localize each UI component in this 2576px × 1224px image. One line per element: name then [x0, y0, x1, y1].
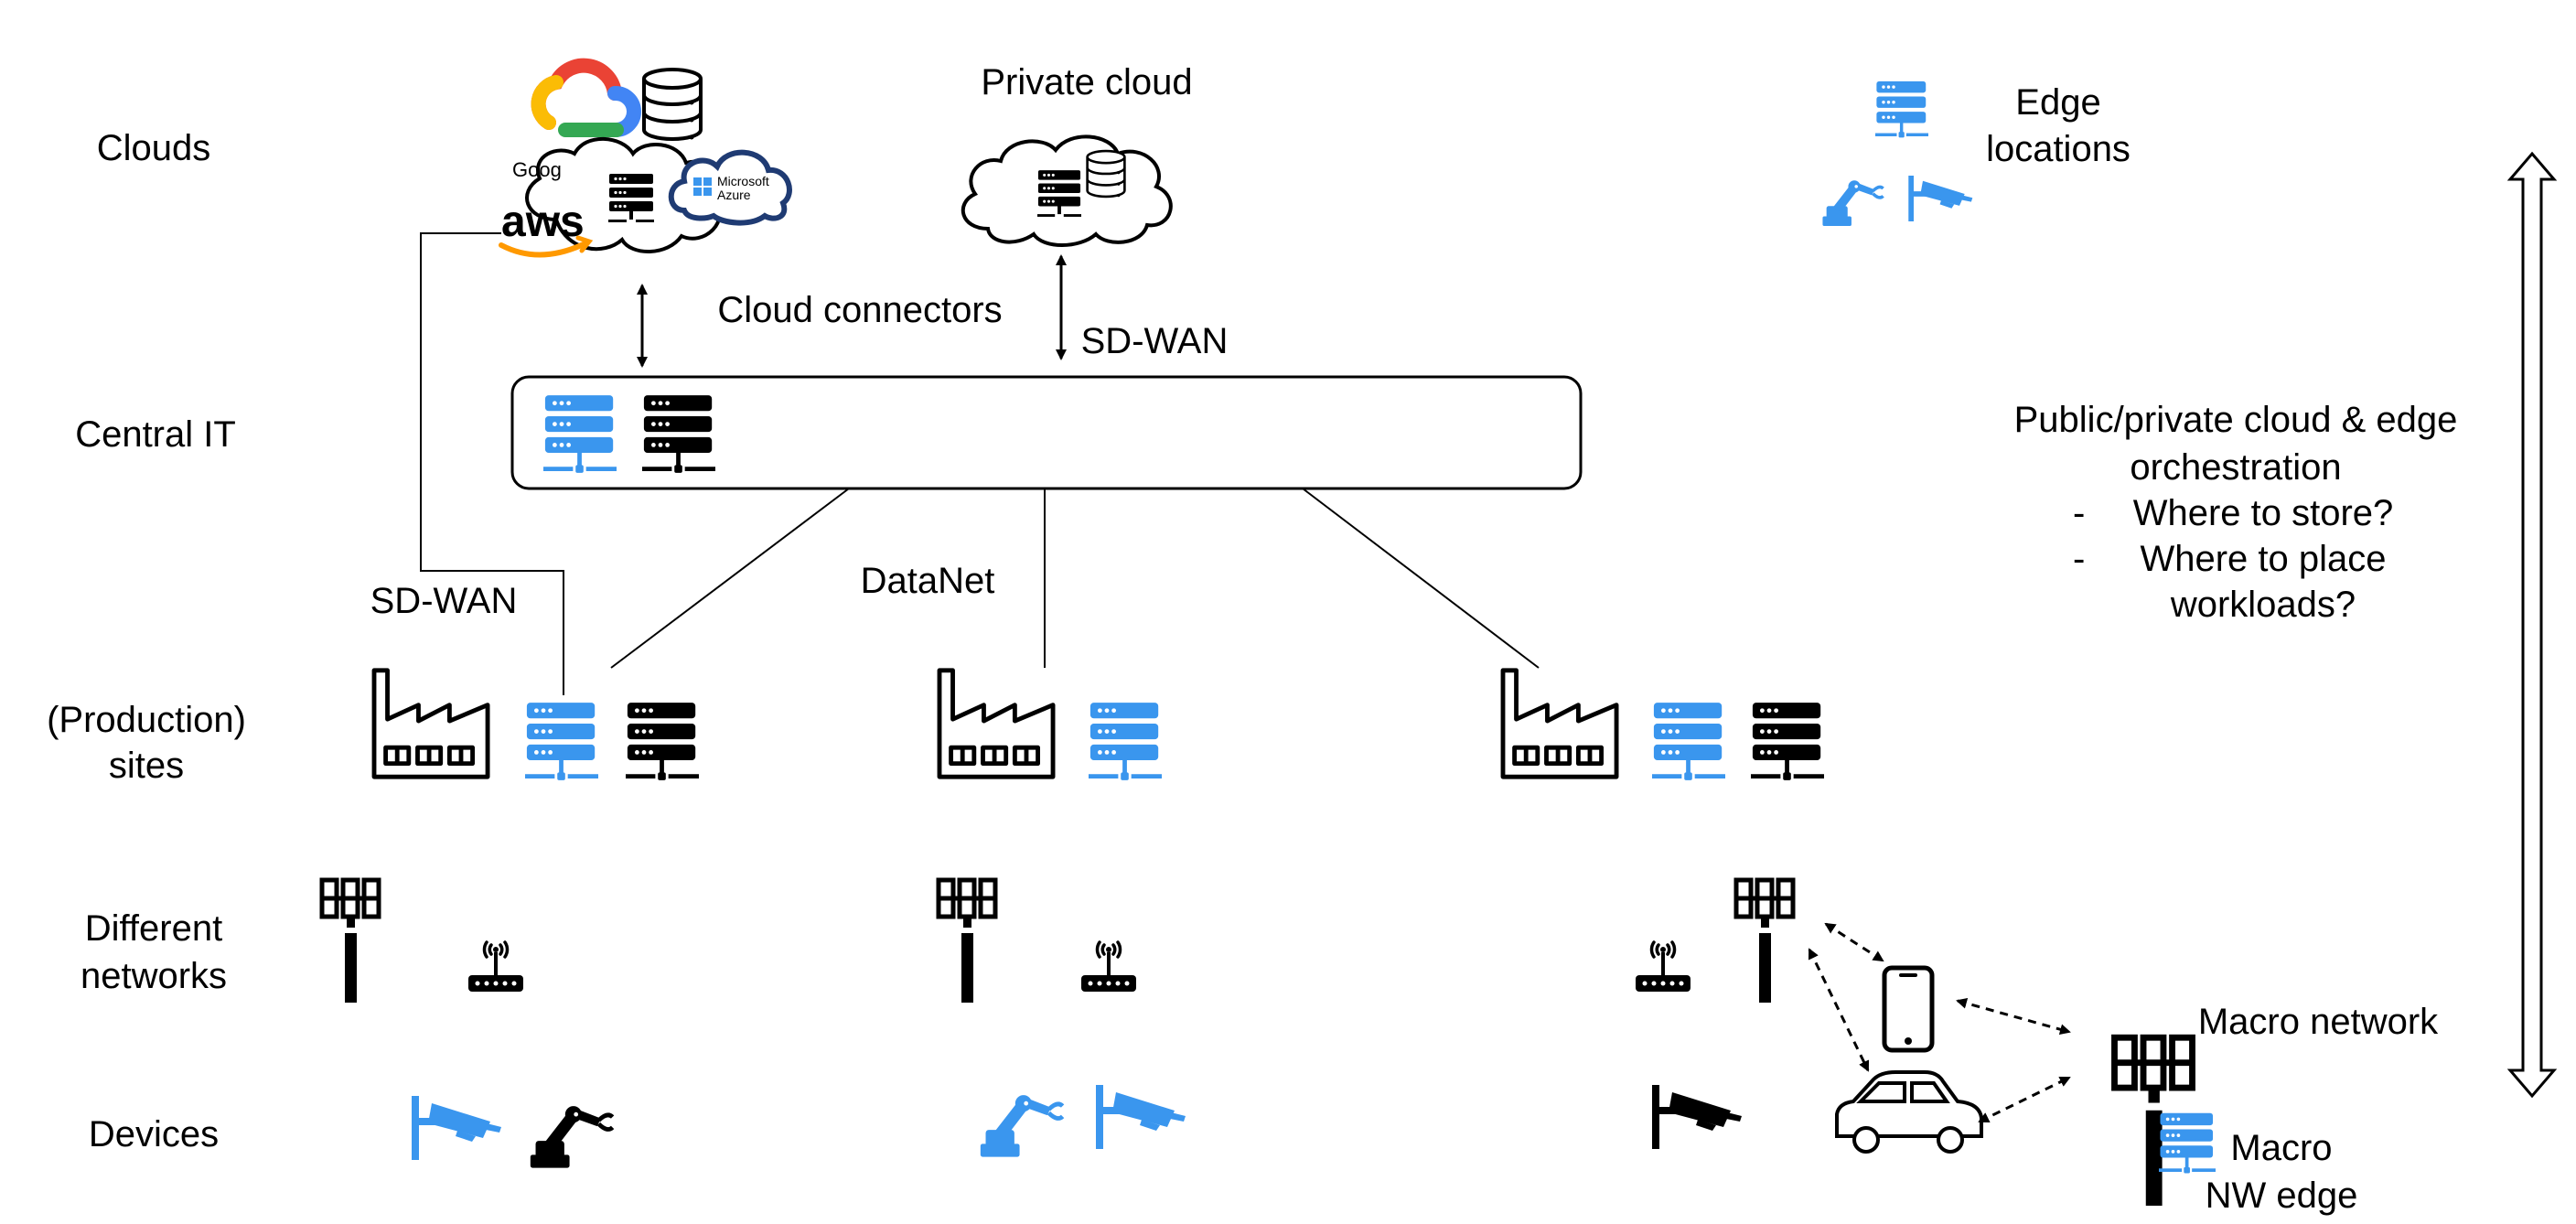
edge-server-icon: [1875, 81, 1928, 138]
datanet-label: DataNet: [861, 561, 995, 601]
edge-title-line1: Edge: [2015, 82, 2100, 123]
sdwan-top-label: SD-WAN: [1081, 321, 1229, 361]
row-label-clouds: Clouds: [97, 128, 211, 168]
row-label-networks-line1: Different: [85, 908, 222, 949]
edge-title-line2: locations: [1986, 129, 2131, 169]
azure-logo-line1: Microsoft: [717, 174, 769, 188]
cell-tower-icon: [939, 880, 995, 1003]
wifi-router-icon: [467, 940, 525, 993]
macro-network-label: Macro network: [2198, 1002, 2439, 1042]
cloud-connectors-label: Cloud connectors: [717, 290, 1002, 330]
macro-edge-line2: NW edge: [2206, 1176, 2358, 1216]
macro-network: Macro network Macro NW edge: [2114, 1002, 2439, 1216]
azure-logo-line2: Azure: [717, 188, 751, 202]
edge-camera-icon: [1908, 176, 1973, 221]
datanet-lines: [610, 488, 1540, 669]
security-camera-icon: [412, 1096, 501, 1160]
cell-tower-icon: [322, 880, 379, 1003]
car-icon: [1835, 1070, 1983, 1154]
orchestration-dash1: -: [2073, 493, 2085, 533]
aws-logo-icon: aws: [499, 198, 594, 258]
robot-arm-icon: [981, 1096, 1062, 1157]
security-camera-icon: [1096, 1085, 1186, 1149]
private-db-icon: [1086, 149, 1126, 199]
private-cloud-label: Private cloud: [981, 62, 1192, 102]
orchestration-note: Public/private cloud & edge orchestratio…: [2014, 400, 2458, 625]
production-site-1: [374, 671, 699, 780]
wifi-router-icon: [1079, 940, 1138, 993]
row-labels: Clouds Central IT (Production) sites Dif…: [47, 128, 246, 1154]
private-cloud: Private cloud: [961, 62, 1193, 247]
row-label-networks-line2: networks: [80, 956, 227, 996]
row-label-devices: Devices: [89, 1114, 219, 1154]
edge-locations: Edge locations: [1821, 81, 2131, 227]
sdwan-line: [420, 232, 564, 695]
orchestration-line2: orchestration: [2130, 447, 2341, 488]
site-server-blue-icon: [525, 703, 598, 780]
macro-edge-server-icon: [2159, 1112, 2216, 1174]
robot-arm-icon: [531, 1107, 612, 1168]
wireless-links: [1808, 922, 2071, 1123]
google-logo-text: Goog: [512, 158, 562, 181]
orchestration-bullet1: Where to store?: [2133, 493, 2394, 533]
orchestration-scope-arrow: [2506, 151, 2558, 1099]
sdwan-left-label: SD-WAN: [370, 581, 518, 621]
edge-robot-arm-icon: [1821, 178, 1884, 227]
devices-row: [412, 1085, 1742, 1167]
site-server-black-icon: [1751, 703, 1824, 780]
orchestration-line1: Public/private cloud & edge: [2014, 400, 2458, 440]
database-icon: [642, 68, 703, 141]
public-cloud-cluster: Goog Microsoft Azure aws: [499, 58, 792, 258]
site-server-black-icon: [626, 703, 699, 780]
networks-row: [322, 880, 1793, 1003]
factory-icon: [1503, 671, 1616, 777]
cell-tower-icon: [1736, 880, 1793, 1003]
orchestration-dash2: -: [2073, 539, 2085, 579]
factory-icon: [939, 671, 1053, 777]
row-label-central-it: Central IT: [75, 414, 236, 455]
factory-icon: [374, 671, 488, 777]
azure-cloud-icon: Microsoft Azure: [668, 149, 792, 226]
cloud-connections: [420, 232, 1067, 695]
central-it-box: [510, 375, 1583, 490]
production-site-2: [939, 671, 1162, 780]
security-camera-icon: [1652, 1085, 1742, 1149]
orchestration-bullet2-line1: Where to place: [2140, 539, 2386, 579]
site-server-blue-icon: [1089, 703, 1162, 780]
row-label-sites-line2: sites: [109, 746, 184, 786]
macro-edge-line1: Macro: [2230, 1128, 2332, 1168]
row-label-sites-line1: (Production): [47, 700, 246, 740]
aws-logo-text: aws: [501, 198, 585, 246]
production-site-3: [1503, 671, 1824, 780]
orchestration-bullet2-line2: workloads?: [2170, 585, 2356, 625]
google-cloud-icon: [531, 58, 641, 137]
site-server-blue-icon: [1652, 703, 1725, 780]
wifi-router-icon: [1634, 940, 1692, 993]
smartphone-icon: [1882, 965, 1935, 1053]
